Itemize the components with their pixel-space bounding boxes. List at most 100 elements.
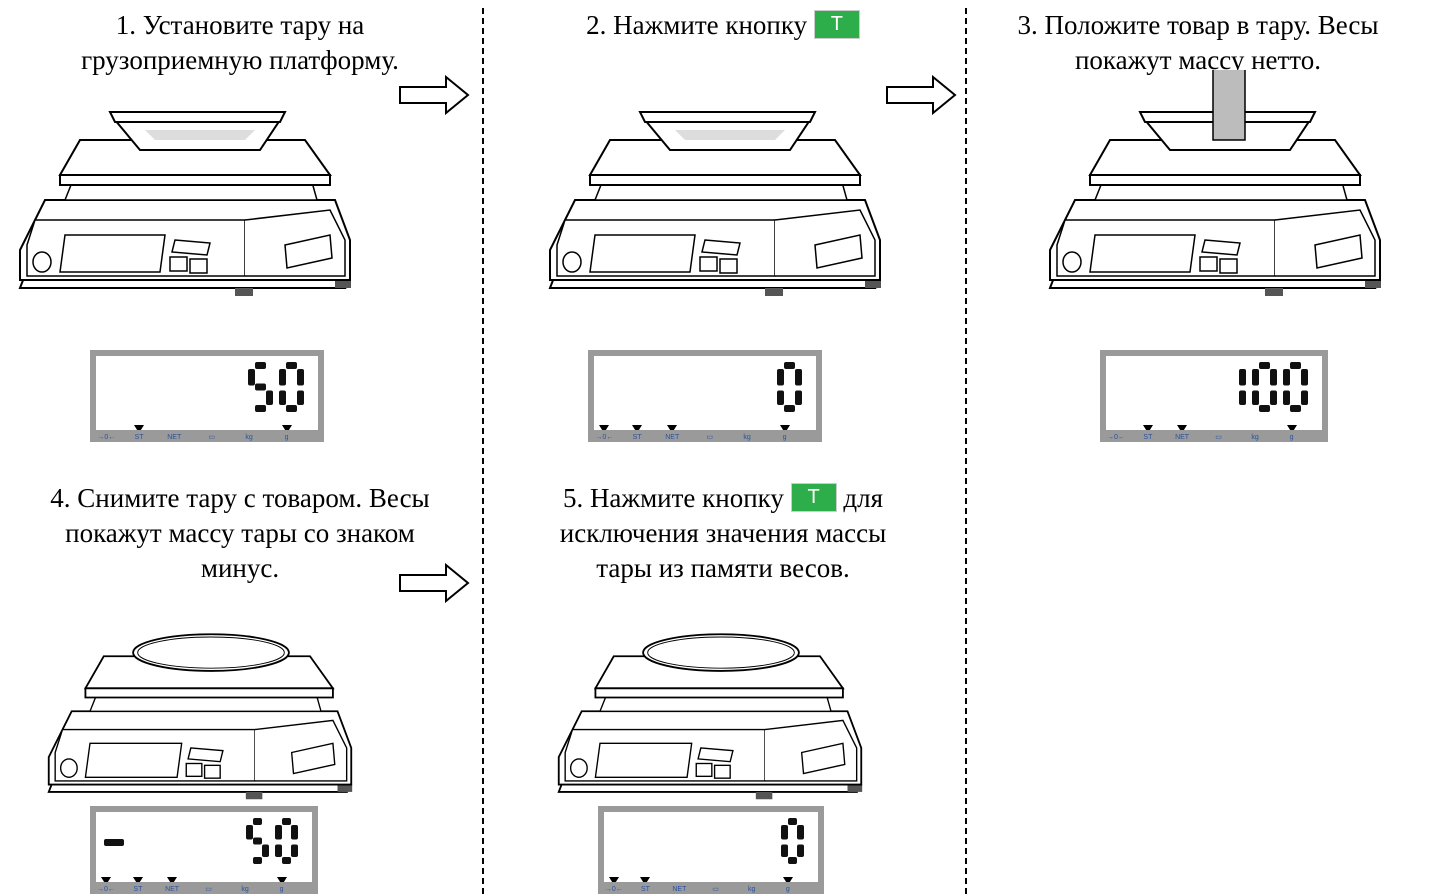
lcd-display: →0← ST NET ▭ kg g [90, 350, 324, 442]
step-3-line-2: покажут массу нетто. [1074, 45, 1322, 75]
indicator-mark [599, 425, 610, 433]
lcd-digit [1239, 369, 1246, 405]
indicator-net: NET [165, 886, 180, 893]
indicator-st: ST [1143, 434, 1153, 441]
indicator-mark [1142, 425, 1153, 433]
indicator-net: NET [167, 434, 182, 441]
lcd-value [771, 362, 802, 417]
step-5-line-1-post: для [843, 483, 884, 513]
indicator-zero: →0← [97, 434, 116, 441]
column-divider-2 [965, 8, 967, 894]
lcd-screen [604, 812, 818, 888]
lcd-digit [275, 818, 298, 864]
lcd-digit [781, 818, 804, 864]
indicator-net: NET [672, 886, 687, 893]
step-2-line-1: 2. Нажмите кнопку [586, 10, 808, 40]
arrow-right-icon [886, 75, 957, 115]
indicator-mark [1286, 425, 1297, 433]
indicator-mark [167, 877, 178, 885]
indicator-st: ST [640, 886, 650, 893]
indicator-mark [632, 425, 643, 433]
lcd-display: →0← ST NET ▭ kg g [1100, 350, 1328, 442]
indicator-mark [132, 877, 143, 885]
indicator-net: NET [665, 434, 680, 441]
indicator-tare: ▭ [208, 434, 215, 441]
indicator-g: g [782, 434, 787, 441]
lcd-digit [777, 362, 802, 412]
step-5-line-1-pre: 5. Нажмите кнопку [562, 483, 784, 513]
step-4-line-3: минус. [200, 553, 280, 583]
indicator-mark [276, 877, 287, 885]
step-5-text: 5. Нажмите кнопку T для исключения значе… [483, 481, 963, 586]
lcd-digit [246, 818, 269, 864]
indicator-mark [1177, 425, 1188, 433]
indicator-mark [779, 425, 790, 433]
lcd-value [775, 818, 804, 869]
indicator-g: g [284, 434, 289, 441]
step-3-line-1: 3. Положите товар в тару. Весы [1017, 10, 1379, 40]
scale-with-tray-illustration [549, 111, 882, 297]
indicator-net: NET [1175, 434, 1190, 441]
lcd-digit [279, 362, 304, 412]
indicator-kg: kg [743, 434, 751, 441]
tare-button-icon: T [790, 483, 837, 512]
indicator-mark [782, 877, 793, 885]
indicator-kg: kg [245, 434, 253, 441]
step-2-text: 2. Нажмите кнопку T [483, 8, 963, 43]
indicator-kg: kg [241, 886, 249, 893]
lcd-digit [1252, 362, 1277, 412]
lcd-screen [96, 812, 312, 888]
indicator-st: ST [632, 434, 642, 441]
tare-button-icon: T [813, 10, 860, 39]
scale-with-tray-illustration [19, 111, 352, 297]
indicator-mark [134, 425, 145, 433]
lcd-screen [594, 356, 816, 436]
step-1-line-2: грузоприемную платформу. [81, 45, 399, 75]
indicator-st: ST [133, 886, 143, 893]
indicator-tare: ▭ [712, 886, 719, 893]
lcd-digit [248, 362, 273, 412]
lcd-screen [96, 356, 318, 436]
indicator-mark [667, 425, 678, 433]
indicator-mark [281, 425, 292, 433]
lcd-value [1215, 362, 1308, 417]
indicator-mark [100, 877, 111, 885]
step-4-line-2: покажут массу тары со знаком [65, 518, 415, 548]
indicator-st: ST [134, 434, 144, 441]
step-1-line-1: 1. Установите тару на [115, 10, 365, 40]
indicator-zero: →0← [604, 886, 623, 893]
step-1-text: 1. Установите тару на грузоприемную плат… [0, 8, 480, 78]
lcd-indicator-strip: →0← ST NET ▭ kg g [90, 430, 324, 442]
lcd-digit [1283, 362, 1308, 412]
minus-sign [104, 839, 124, 846]
arrow-right-icon [399, 75, 470, 115]
scale-empty-illustration [557, 633, 864, 801]
indicator-tare: ▭ [706, 434, 713, 441]
scale-empty-illustration [47, 633, 354, 801]
indicator-mark [640, 877, 651, 885]
step-4-text: 4. Снимите тару с товаром. Весы покажут … [0, 481, 480, 586]
indicator-kg: kg [747, 886, 756, 893]
step-3-text: 3. Положите товар в тару. Весы покажут м… [966, 8, 1430, 78]
lcd-indicator-strip: →0← ST NET ▭ kg g [1100, 430, 1328, 442]
step-4-line-1: 4. Снимите тару с товаром. Весы [50, 483, 430, 513]
scale-with-goods-illustration [1049, 70, 1382, 297]
lcd-value [242, 362, 304, 417]
indicator-g: g [279, 886, 284, 893]
step-5-line-2: исключения значения массы [559, 518, 887, 548]
indicator-tare: ▭ [1215, 434, 1222, 441]
indicator-mark [608, 877, 619, 885]
lcd-value [240, 818, 298, 869]
step-5-line-3: тары из памяти весов. [596, 553, 850, 583]
lcd-screen [1106, 356, 1322, 436]
indicator-g: g [1289, 434, 1294, 441]
indicator-zero: →0← [1107, 434, 1125, 441]
lcd-display: →0← ST NET ▭ kg g [588, 350, 822, 442]
indicator-zero: →0← [595, 434, 614, 441]
indicator-kg: kg [1251, 434, 1259, 441]
lcd-indicator-strip: →0← ST NET ▭ kg g [588, 430, 822, 442]
arrow-right-icon [399, 563, 470, 603]
